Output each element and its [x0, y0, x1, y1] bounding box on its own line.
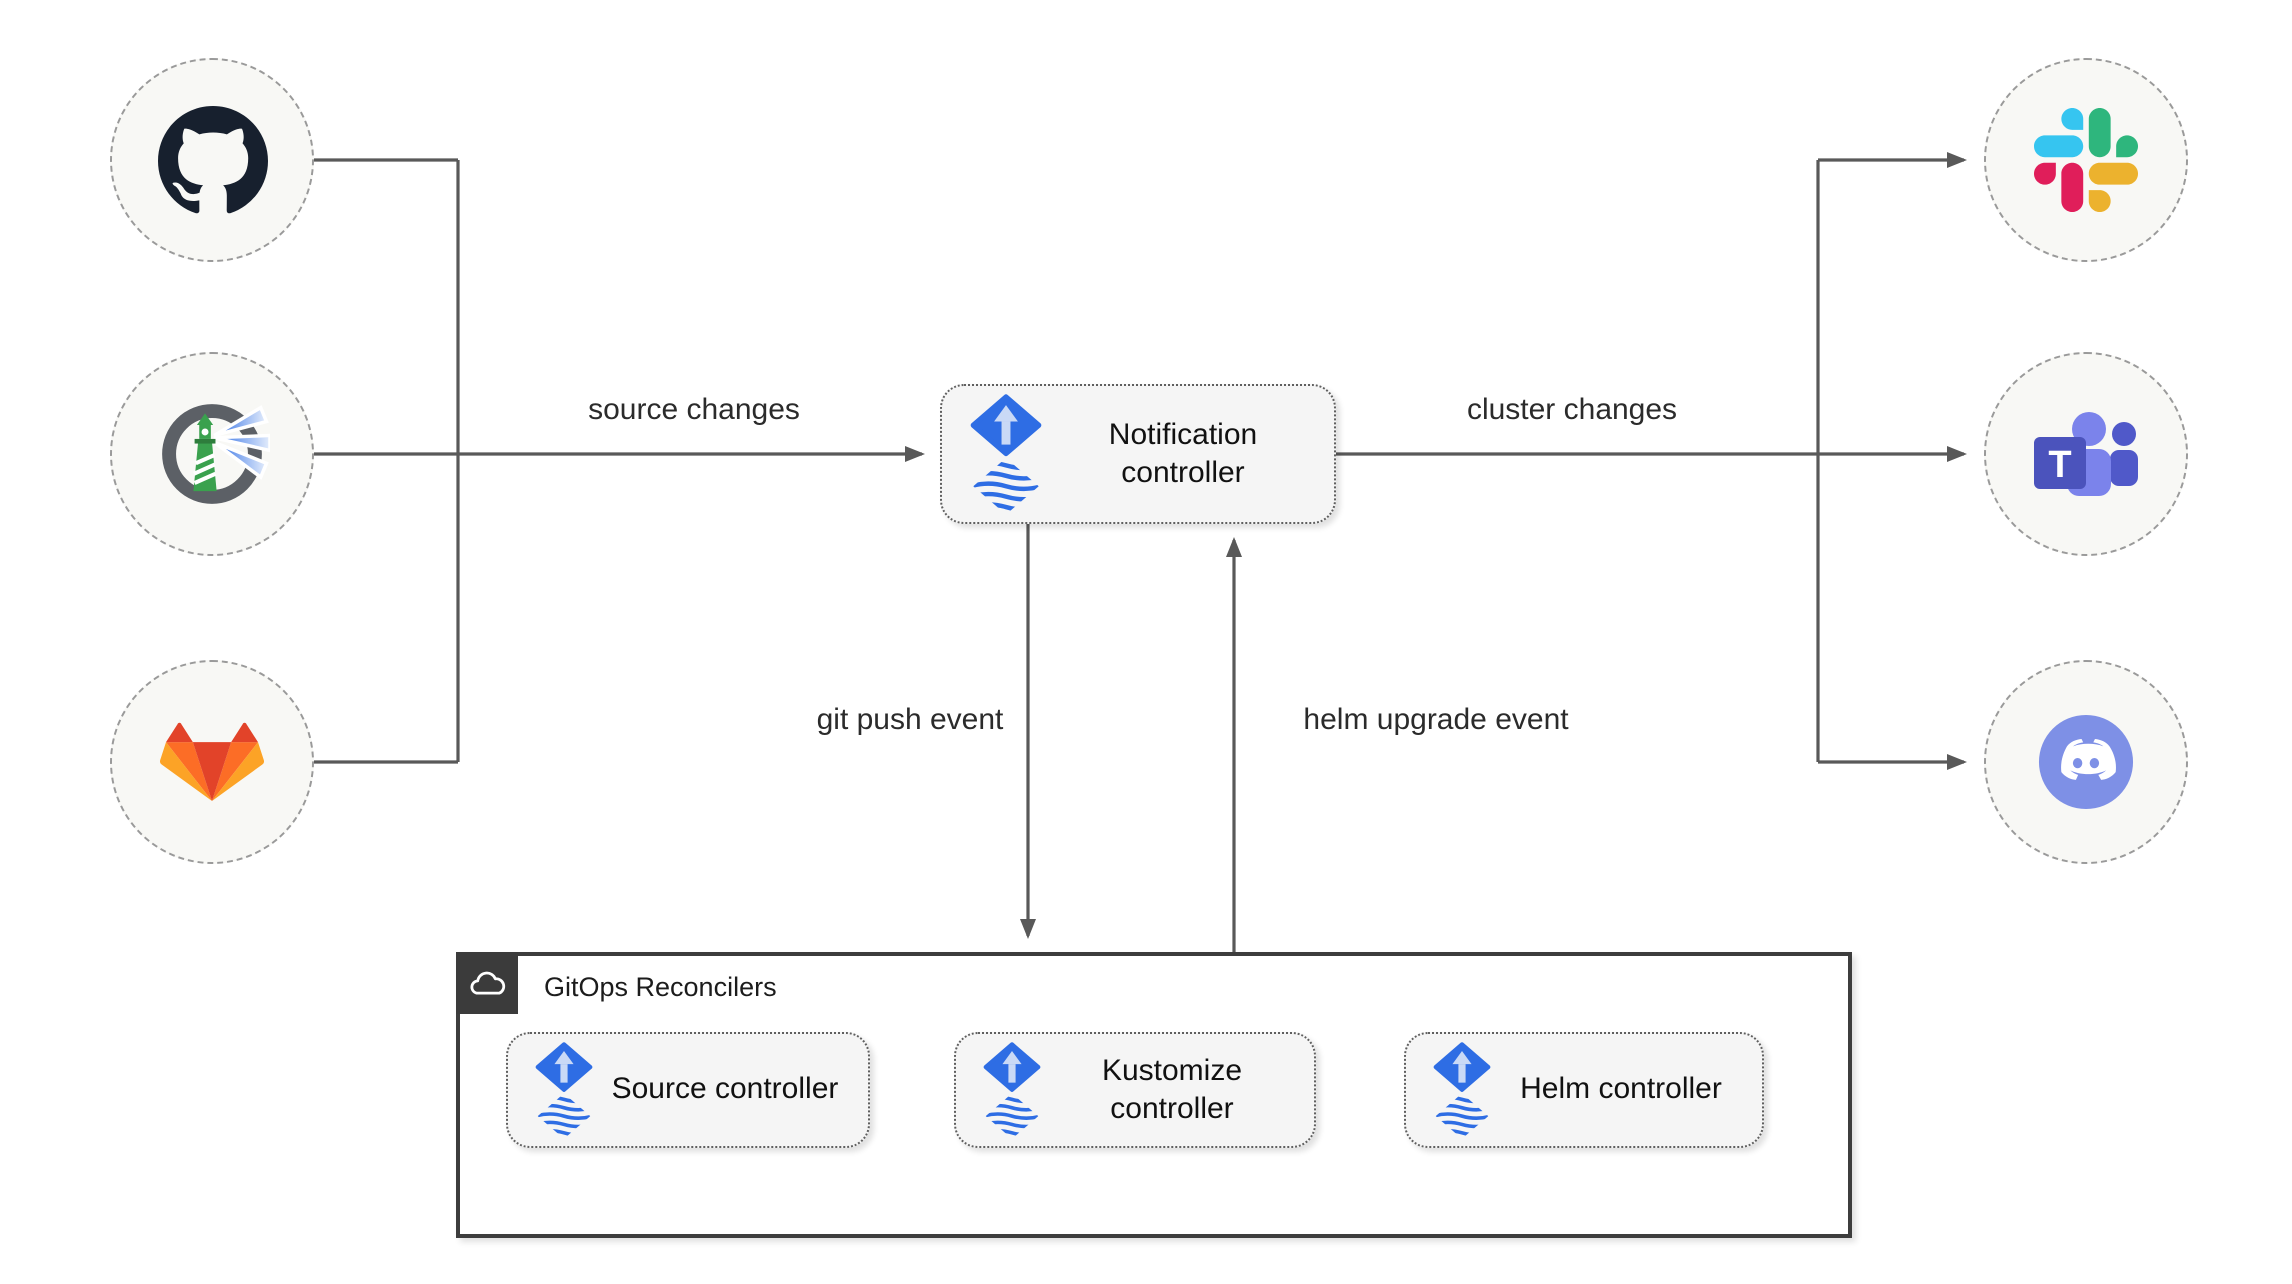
node-notification-controller: Notification controller — [940, 384, 1336, 524]
teams-letter: T — [2048, 444, 2071, 486]
node-source-controller: Source controller — [506, 1032, 870, 1148]
gitlab-icon — [160, 722, 264, 802]
endpoint-teams: T — [1984, 352, 2188, 556]
cloud-icon — [469, 970, 505, 994]
edge-label-helm-upgrade-event: helm upgrade event — [1303, 703, 1569, 737]
node-label: Source controller — [611, 1072, 839, 1107]
flux-icon — [535, 1041, 593, 1136]
teams-icon: T — [2034, 412, 2138, 496]
node-label: Kustomize controller — [1101, 1053, 1243, 1126]
github-icon — [157, 105, 267, 213]
group-title: GitOps Reconcilers — [544, 972, 777, 1002]
endpoint-slack — [1984, 58, 2188, 262]
endpoint-discord — [1984, 660, 2188, 864]
slack-icon — [2034, 108, 2138, 212]
flux-icon — [983, 1041, 1041, 1136]
node-helm-controller: Helm controller — [1404, 1032, 1764, 1148]
flux-icon — [970, 393, 1042, 511]
edge-label-source-changes: source changes — [588, 393, 800, 427]
harbor-icon — [162, 404, 270, 504]
node-label: Notification controller — [1108, 417, 1258, 490]
edge-label-cluster-changes: cluster changes — [1466, 393, 1678, 427]
flux-icon — [1433, 1041, 1491, 1136]
endpoint-gitlab — [110, 660, 314, 864]
endpoint-github — [110, 58, 314, 262]
discord-icon — [2038, 714, 2134, 810]
node-label: Helm controller — [1520, 1072, 1722, 1107]
endpoint-harbor — [110, 352, 314, 556]
node-kustomize-controller: Kustomize controller — [954, 1032, 1316, 1148]
group-header-square — [456, 952, 518, 1014]
edge-label-git-push-event: git push event — [816, 703, 1004, 737]
